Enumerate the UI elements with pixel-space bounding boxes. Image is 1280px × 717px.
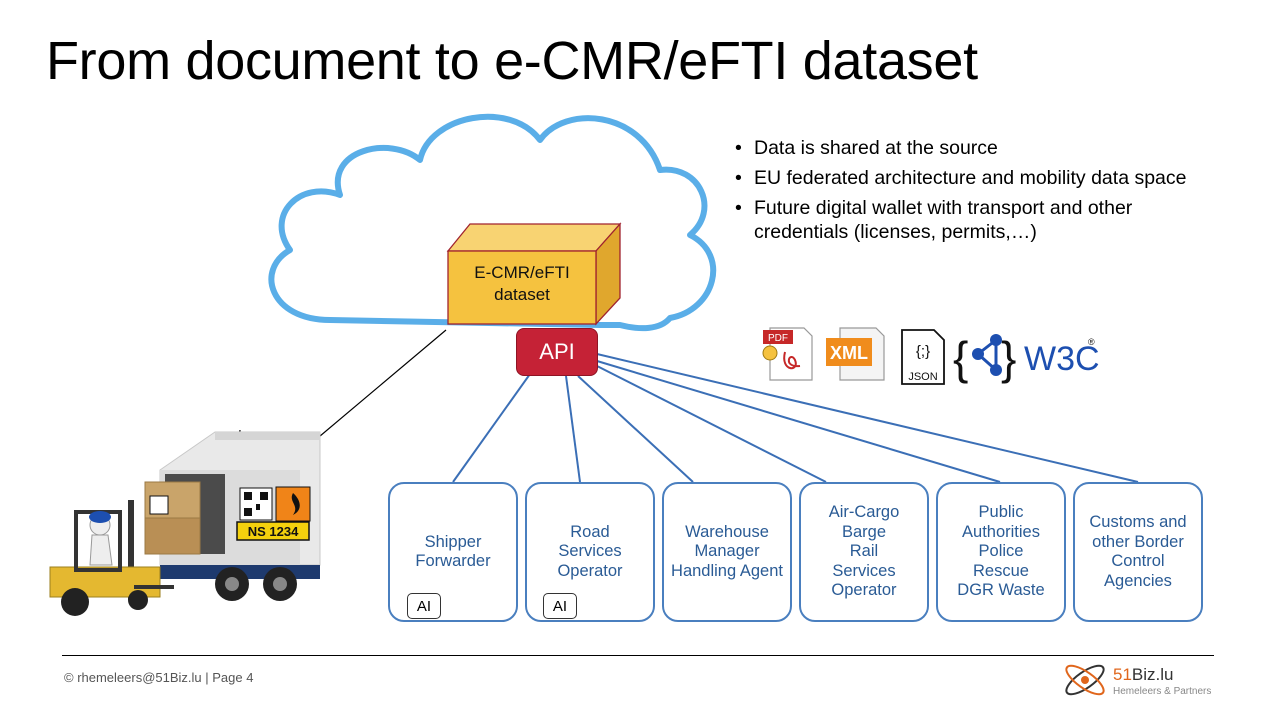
linked-data-icon: { } [953, 332, 1016, 384]
truck-plate: NS 1234 [248, 524, 299, 539]
footer-text: © rhemeleers@51Biz.lu | Page 4 [64, 670, 254, 685]
bullet-item: Data is shared at the source [732, 136, 1202, 160]
svg-text:JSON: JSON [908, 371, 937, 383]
bullet-item: Future digital wallet with transport and… [732, 196, 1202, 244]
connector-line-4 [596, 365, 827, 483]
svg-text:®: ® [1088, 337, 1095, 347]
stakeholder-aircargo: Air-Cargo Barge Rail Services Operator [799, 482, 929, 622]
stakeholder-label: Public Authorities Police Rescue DGR Was… [957, 503, 1045, 600]
svg-text:PDF: PDF [768, 333, 788, 344]
stakeholder-label: Road Services Operator [557, 522, 623, 580]
dataset-label: E-CMR/eFTI dataset [474, 263, 570, 304]
svg-text:W3C: W3C [1024, 340, 1100, 378]
ai-badge: AI [543, 593, 577, 619]
pdf-icon: PDF [762, 327, 813, 381]
stakeholder-warehouse: Warehouse Manager Handling Agent [662, 482, 792, 622]
stakeholder-label: Air-Cargo Barge Rail Services Operator [828, 503, 900, 600]
svg-text:XML: XML [830, 343, 868, 363]
stakeholder-label: Warehouse Manager Handling Agent [671, 522, 783, 580]
slide-title: From document to e-CMR/eFTI dataset [46, 31, 978, 91]
ai-badge: AI [407, 593, 441, 619]
bullet-list: Data is shared at the source EU federate… [732, 136, 1202, 250]
stakeholder-label: Customs and other Border Control Agencie… [1089, 513, 1187, 590]
xml-icon: XML [826, 327, 885, 381]
logo-subtitle: Hemeleers & Partners [1113, 686, 1212, 697]
logo-mark [1065, 664, 1105, 696]
svg-text:}: } [1001, 332, 1016, 384]
connector-line-1 [452, 373, 531, 483]
connector-line-2 [565, 375, 581, 483]
bullet-item: EU federated architecture and mobility d… [732, 166, 1202, 190]
dataset-cube [446, 222, 622, 326]
api-box: API [516, 328, 598, 376]
svg-text:{: { [953, 332, 968, 384]
connector-lines [452, 353, 1139, 483]
stakeholder-road: Road Services Operator [525, 482, 655, 622]
w3c-icon: W3C ® [1024, 337, 1100, 378]
footer-divider [62, 655, 1214, 656]
stakeholder-public: Public Authorities Police Rescue DGR Was… [936, 482, 1066, 622]
connector-line-5 [596, 360, 1001, 483]
stakeholder-label: Shipper Forwarder [415, 532, 491, 571]
logo-name: 51Biz.lu [1113, 665, 1174, 684]
connector-line-3 [577, 375, 694, 483]
svg-text:{;}: {;} [916, 343, 930, 360]
truck-illustration: NS 1234 [49, 431, 321, 616]
json-icon: {;} JSON [901, 329, 945, 385]
connector-line-6 [596, 353, 1139, 483]
stakeholder-customs: Customs and other Border Control Agencie… [1073, 482, 1203, 622]
api-label: API [539, 339, 575, 364]
